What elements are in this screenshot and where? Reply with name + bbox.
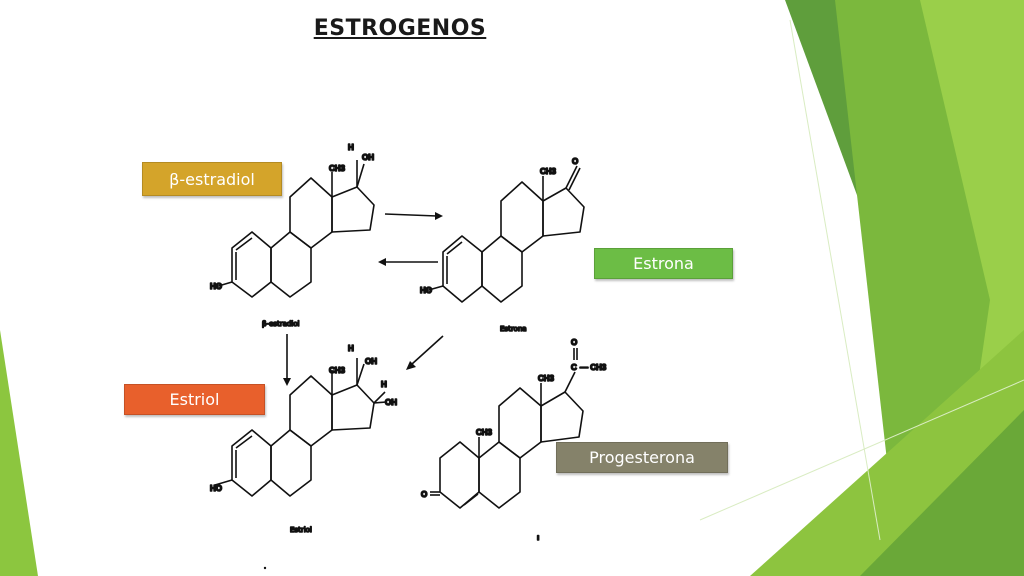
atom-o: O (572, 157, 578, 166)
atom-ch3: CH3 (329, 164, 346, 173)
atom-h: H (348, 344, 354, 353)
atom-ch3: CH3 (329, 366, 346, 375)
molecule-estrona (424, 165, 585, 303)
stray-dot (263, 566, 267, 570)
leaf-bottom-dark (860, 410, 1024, 576)
caption-estradiol: β-estradiol (262, 320, 300, 328)
atom-h: H (381, 380, 387, 389)
atom-h: H (348, 143, 354, 152)
atom-ho: HO (210, 484, 222, 493)
page-title: ESTROGENOS (313, 16, 487, 41)
atom-oh: OH (365, 357, 377, 366)
atom-oh: OH (385, 398, 397, 407)
label-estriol: Estriol (124, 384, 265, 415)
leaf-vein (699, 379, 1024, 521)
caption-estrona: Estrona (500, 325, 527, 333)
leaf-vein (789, 19, 881, 541)
atom-ch3: CH3 (476, 428, 493, 437)
molecule-estriol (214, 358, 387, 497)
atom-ch3: CH3 (540, 167, 557, 176)
atom-ch3: CH3 (538, 374, 555, 383)
atom-o: O (421, 490, 427, 499)
reaction-arrows (283, 212, 444, 386)
label-estrona: Estrona (594, 248, 733, 279)
leaf-left (0, 330, 38, 576)
atom-o: O (571, 338, 577, 347)
atom-ho: HO (420, 286, 432, 295)
label-estradiol: β-estradiol (142, 162, 282, 196)
molecule-estradiol (214, 160, 375, 298)
atom-ch3-chain: — CH3 (580, 363, 607, 372)
caption-estriol: Estriol (290, 526, 312, 534)
atom-oh: OH (362, 153, 374, 162)
atom-stray-mark: ı (537, 533, 539, 542)
label-progesterona: Progesterona (556, 442, 728, 473)
molecule-progesterona (430, 348, 584, 509)
atom-c: C (571, 363, 577, 372)
atom-ho: HO (210, 282, 222, 291)
